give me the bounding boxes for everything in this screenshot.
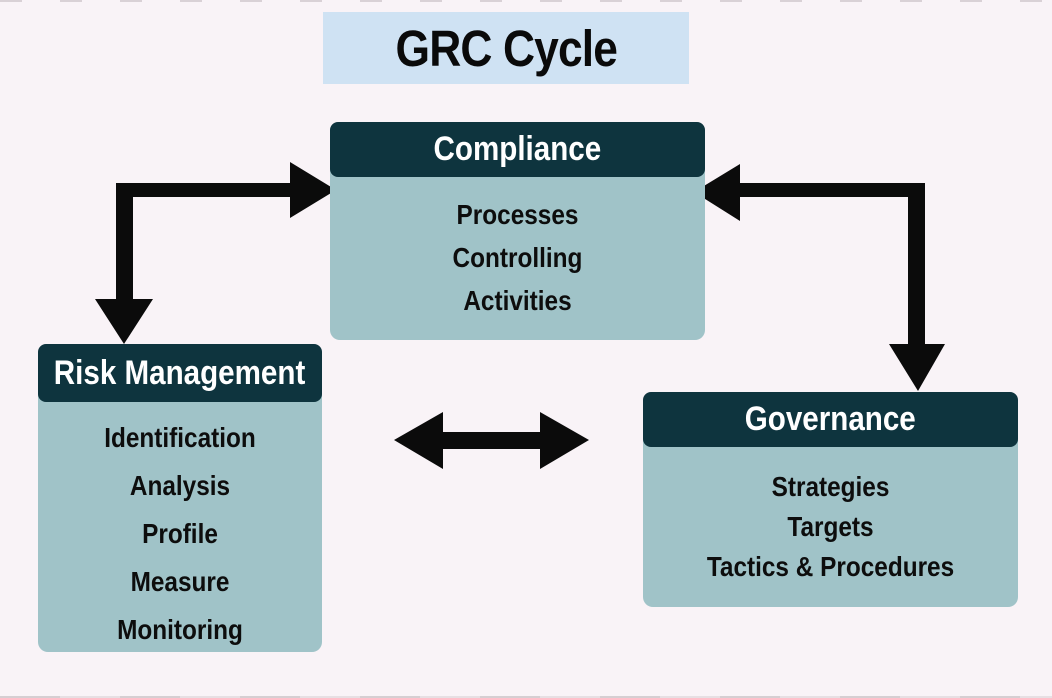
compliance-box-header: Compliance [330,122,705,177]
compliance-box-title: Compliance [433,130,602,168]
governance-box-title: Governance [745,400,916,438]
top-edge-dashed-line [0,0,1052,2]
compliance-item-controlling: Controlling [452,242,583,273]
governance-box-header: Governance [643,392,1018,447]
risk-management-box-body: Identification Analysis Profile Measure … [38,414,322,654]
governance-item-tactics-procedures: Tactics & Procedures [706,551,955,582]
compliance-item-processes: Processes [456,199,579,230]
risk-item-identification: Identification [104,422,256,453]
risk-item-measure: Measure [130,566,230,597]
diagram-title-box: GRC Cycle [323,12,689,84]
compliance-item-activities: Activities [463,285,572,316]
diagram-title: GRC Cycle [395,19,617,77]
risk-item-monitoring: Monitoring [117,614,243,645]
bottom-edge-line [0,696,1052,698]
governance-item-strategies: Strategies [771,471,890,502]
governance-box: Governance Strategies Targets Tactics & … [643,392,1018,607]
risk-item-profile: Profile [142,518,218,549]
risk-item-analysis: Analysis [129,470,231,501]
risk-management-box-title: Risk Management [54,353,306,392]
compliance-box: Compliance Processes Controlling Activit… [330,122,705,340]
governance-box-body: Strategies Targets Tactics & Procedures [643,467,1018,587]
governance-item-targets: Targets [787,511,874,542]
risk-management-box: Risk Management Identification Analysis … [38,344,322,652]
risk-management-box-header: Risk Management [38,344,322,402]
arrow-compliance-to-governance-icon [694,164,945,391]
arrow-risk-to-compliance-icon [95,162,336,344]
compliance-box-body: Processes Controlling Activities [330,193,705,322]
arrow-risk-governance-bidirectional-icon [394,412,589,469]
